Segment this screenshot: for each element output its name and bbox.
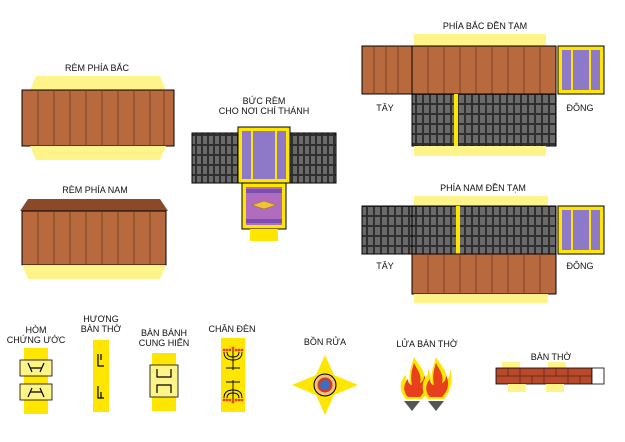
lampstand-cutout bbox=[221, 338, 245, 412]
veil-top-panel bbox=[242, 131, 286, 179]
veil-bottom-tab bbox=[250, 229, 278, 241]
ark-bottom-icon bbox=[27, 387, 45, 398]
altar-label: BÀN THỜ bbox=[530, 352, 572, 362]
south-east-veil bbox=[562, 210, 600, 250]
altar-cutout bbox=[495, 362, 605, 392]
lampstand-bottom-icon bbox=[223, 380, 243, 402]
north-curtain-panel bbox=[21, 89, 175, 147]
south-tabernacle bbox=[361, 196, 605, 303]
ark-label: HÒM CHỨNG ƯỚC bbox=[7, 325, 66, 345]
incense-altar-cutout bbox=[93, 340, 109, 412]
ark-top-icon bbox=[27, 362, 45, 373]
ark-label-line2: CHỨNG ƯỚC bbox=[6, 335, 66, 345]
south-curtain-top-band bbox=[20, 199, 168, 211]
showbread-label: BÀN BÁNH CUNG HIẾN bbox=[139, 328, 190, 348]
altar-top-tabs bbox=[502, 362, 520, 368]
north-wall-boards bbox=[411, 93, 557, 147]
south-curtain-bottom-tab bbox=[22, 265, 166, 279]
north-curtain-label: RÈM PHÍA BẮC bbox=[64, 63, 130, 73]
veil-cherubim-icon bbox=[251, 200, 277, 210]
ark-cutout bbox=[19, 348, 53, 414]
north-bottom-tab bbox=[414, 146, 546, 156]
south-curtain bbox=[20, 199, 168, 279]
ark-label-line1: HÒM bbox=[25, 325, 47, 335]
veil-label-line2: CHO NƠI CHÍ THÁNH bbox=[218, 106, 310, 116]
south-curtain-panel bbox=[21, 210, 167, 266]
north-main-roof bbox=[411, 45, 557, 95]
showbread-top-icon bbox=[156, 369, 172, 378]
lampstand-top-icon bbox=[223, 348, 243, 370]
veil-right-wing bbox=[289, 132, 337, 184]
south-top-tab bbox=[414, 196, 548, 206]
north-curtain bbox=[21, 76, 175, 160]
south-west-label: TÂY bbox=[376, 261, 394, 271]
laver-label: BỒN RỬA bbox=[303, 337, 347, 347]
incense-altar-top-icon bbox=[97, 354, 104, 367]
incense-altar-bottom-icon bbox=[97, 386, 104, 399]
altar-bottom-tabs bbox=[508, 384, 526, 392]
north-tabernacle-label: PHÍA BẮC ĐỀN TẠM bbox=[442, 21, 528, 31]
south-curtain-label: RÈM PHÍA NAM bbox=[62, 185, 128, 195]
south-wall-boards bbox=[411, 205, 557, 255]
north-west-label: TÂY bbox=[376, 103, 394, 113]
north-west-roof bbox=[361, 45, 413, 95]
showbread-cutout bbox=[149, 353, 179, 411]
south-west-boards bbox=[361, 205, 413, 255]
fire-tab-right bbox=[428, 401, 444, 411]
south-bottom-tab bbox=[414, 294, 548, 303]
incense-altar-label-line2: BÀN THỜ bbox=[80, 324, 122, 334]
altar-end-square bbox=[591, 367, 605, 385]
laver-cutout bbox=[292, 355, 358, 415]
showbread-label-line2: CUNG HIẾN bbox=[138, 338, 190, 348]
veil-left-wing bbox=[191, 132, 239, 184]
fire-tab-left bbox=[404, 401, 420, 411]
north-top-tab bbox=[414, 34, 546, 46]
incense-altar-label-line1: HƯƠNG bbox=[83, 314, 119, 324]
north-tabernacle bbox=[361, 34, 605, 156]
altar-fire-label: LỬA BÀN THỜ bbox=[396, 339, 458, 349]
showbread-label-line1: BÀN BÁNH bbox=[140, 328, 188, 338]
altar-fire-cutout bbox=[400, 357, 452, 411]
veil-label-line1: BỨC RÈM bbox=[242, 96, 286, 106]
veil-label: BỨC RÈM CHO NƠI CHÍ THÁNH bbox=[219, 96, 310, 116]
showbread-box bbox=[149, 364, 179, 398]
veil-cutout bbox=[191, 126, 337, 241]
showbread-bottom-icon bbox=[156, 384, 172, 393]
incense-altar-label: HƯƠNG BÀN THỜ bbox=[81, 314, 122, 334]
north-east-veil bbox=[562, 50, 600, 90]
lampstand-label: CHÂN ĐÈN bbox=[208, 324, 256, 334]
south-tabernacle-label: PHÍA NAM ĐỀN TẠM bbox=[440, 183, 526, 193]
north-curtain-top-tab bbox=[30, 76, 166, 90]
north-east-label: ĐÔNG bbox=[566, 103, 594, 113]
north-curtain-bottom-tab bbox=[30, 146, 166, 160]
south-east-label: ĐÔNG bbox=[566, 261, 594, 271]
south-roof bbox=[411, 253, 557, 295]
